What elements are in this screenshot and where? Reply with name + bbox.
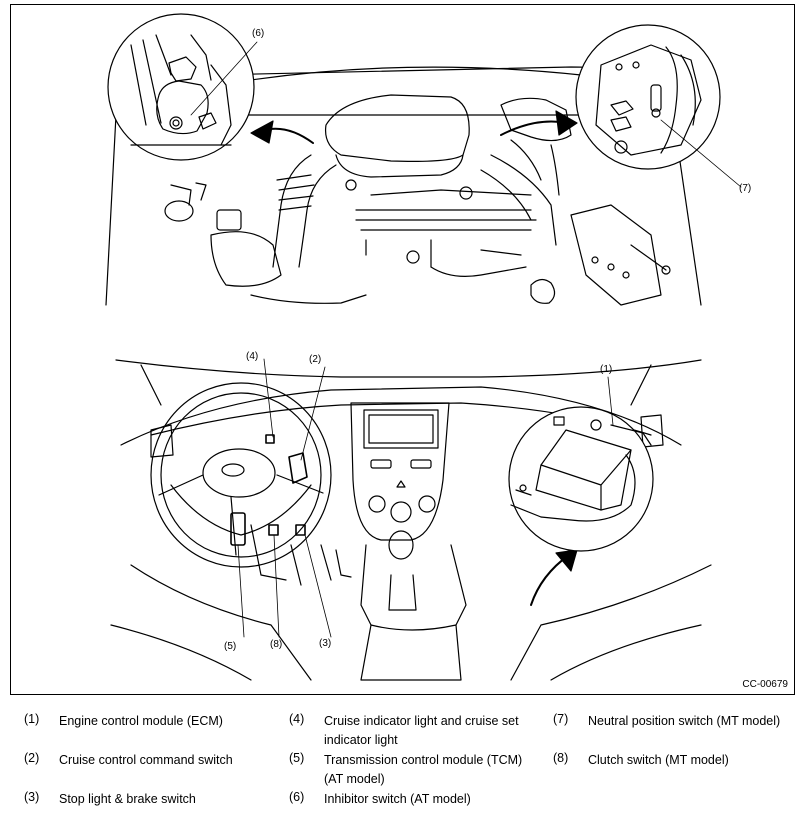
legend-text: Stop light & brake switch [59, 792, 196, 806]
legend-text: Cruise indicator light and cruise set in… [324, 714, 519, 747]
callout-8: (8) [270, 639, 282, 650]
legend-number: (2) [24, 751, 40, 765]
engine-bay-drawing [105, 66, 702, 306]
legend-text: Neutral position switch (MT model) [588, 714, 781, 728]
callout-3: (3) [319, 638, 331, 649]
diagram-frame: (1) (2) (3) (4) (5) (6) (7) (8) CC-00679 [10, 4, 795, 695]
legend-text: Clutch switch (MT model) [588, 753, 729, 767]
legend-text: Transmission control module (TCM) (AT mo… [324, 753, 523, 786]
inhibitor-switch-inset [107, 13, 255, 161]
callout-1: (1) [600, 364, 612, 375]
legend-number: (5) [289, 751, 305, 765]
callout-5: (5) [224, 641, 236, 652]
callout-leaders [190, 41, 742, 638]
legend-number: (6) [289, 790, 305, 804]
callout-7: (7) [739, 183, 751, 194]
callout-labels: (1) (2) (3) (4) (5) (6) (7) (8) [224, 28, 751, 652]
legend-text: Inhibitor switch (AT model) [324, 792, 471, 806]
component-location-drawing: (1) (2) (3) (4) (5) (6) (7) (8) [105, 13, 751, 681]
callout-4: (4) [246, 351, 258, 362]
callout-2: (2) [309, 354, 321, 365]
neutral-position-switch-inset [575, 24, 721, 170]
callout-6: (6) [252, 28, 264, 39]
legend-text: Engine control module (ECM) [59, 714, 223, 728]
figure-code: CC-00679 [742, 679, 788, 690]
legend-number: (3) [24, 790, 40, 804]
legend-number: (4) [289, 712, 305, 726]
legend-number: (7) [553, 712, 569, 726]
legend-number: (8) [553, 751, 569, 765]
legend: (1) Engine control module (ECM) (2) Crui… [0, 708, 804, 813]
ecm-inset [508, 406, 654, 552]
legend-text: Cruise control command switch [59, 753, 233, 767]
legend-number: (1) [24, 712, 40, 726]
